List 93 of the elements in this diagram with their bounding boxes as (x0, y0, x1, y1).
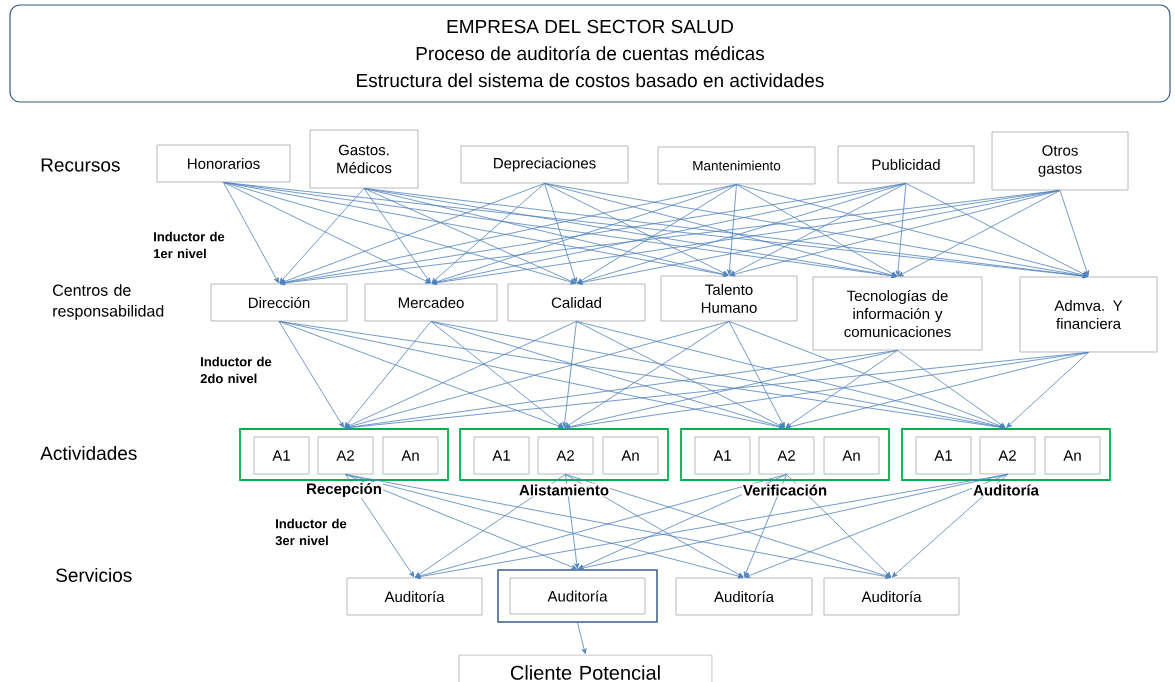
process-box: Tecnologías de información y comunicaciones (812, 276, 983, 351)
arrow (727, 184, 737, 275)
arrow (564, 350, 898, 430)
arrow (279, 183, 545, 284)
arrow (1059, 190, 1090, 277)
arrow (576, 321, 1006, 430)
activity-group-box (680, 428, 890, 481)
arrow (278, 321, 344, 428)
level-label: Actividades (40, 446, 137, 460)
process-box: A2 (317, 436, 374, 475)
arrow (577, 183, 907, 285)
arrow (564, 321, 730, 428)
arrow (744, 474, 1008, 578)
process-box: An (602, 436, 659, 475)
arrow (562, 321, 577, 428)
group-label: Alistamiento (518, 483, 610, 497)
process-box: Otros gastos (991, 131, 1129, 191)
arrow (431, 183, 545, 284)
arrow (278, 321, 564, 429)
arrow (430, 321, 785, 429)
arrow (430, 321, 564, 428)
arrow (223, 182, 729, 277)
arrow (279, 188, 365, 284)
arrow (895, 183, 907, 276)
inductor-label: Inductor de 2do nivel (200, 356, 272, 384)
process-box: An (382, 436, 439, 475)
process-box: Mantenimiento (657, 146, 816, 185)
title-box: EMPRESA DEL SECTOR SALUD Proceso de auditoría de cuentas médicas Estructura del sistema de costos basado en actividades (9, 4, 1171, 103)
level-label: Centros de responsabilidad (53, 284, 164, 320)
process-box: A2 (537, 436, 594, 475)
highlight-frame (497, 569, 658, 623)
arrow (786, 474, 892, 578)
process-box: Auditoría (675, 577, 813, 616)
arrow (345, 474, 744, 579)
level-label: Recursos (41, 158, 120, 172)
group-label: Verificación (741, 483, 829, 497)
arrow (898, 190, 1061, 277)
process-box: A2 (979, 436, 1036, 475)
arrow (577, 622, 587, 654)
arrow (785, 352, 1089, 430)
process-box: Cliente Potencial (458, 654, 713, 682)
group-label: Recepción (305, 481, 383, 499)
arrow (544, 183, 729, 276)
arrow (1006, 352, 1089, 428)
process-box: Mercadeo (364, 283, 498, 322)
activity-group-box (901, 428, 1111, 481)
arrow (344, 321, 577, 429)
process-box: Gastos. Médicos (309, 129, 419, 189)
process-box: An (1044, 436, 1101, 475)
process-box: Auditoría (823, 577, 960, 616)
process-box: Calidad (507, 283, 646, 322)
process-box: Dirección (210, 283, 348, 322)
arrow (891, 474, 1008, 578)
arrow (223, 182, 431, 284)
process-box: A1 (253, 436, 310, 475)
process-box: A1 (473, 436, 530, 475)
process-box: Talento Humano (660, 275, 798, 322)
arrow (728, 321, 785, 428)
arrow (576, 184, 737, 284)
process-box: An (823, 436, 880, 475)
arrow (279, 184, 737, 285)
inductor-label: Inductor de 3er nivel (275, 518, 347, 546)
process-box: A2 (758, 436, 815, 475)
arrow (415, 474, 787, 579)
arrow (576, 321, 785, 429)
process-box: Admva. Y financiera (1019, 276, 1158, 353)
arrow (544, 183, 578, 284)
arrow (344, 321, 432, 428)
arrow (345, 474, 891, 579)
arrow (729, 190, 1061, 277)
process-box: Depreciaciones (460, 145, 629, 184)
group-label: Auditoría (972, 483, 1040, 497)
arrow (785, 350, 898, 428)
process-box: Honorarios (156, 144, 291, 183)
process-box: A1 (915, 436, 972, 475)
activity-group-box (239, 428, 449, 481)
arrow (897, 350, 1006, 428)
process-box: Publicidad (837, 145, 975, 184)
arrow (544, 183, 1088, 279)
arrow (905, 183, 1088, 277)
arrow (431, 184, 737, 285)
process-box: A1 (694, 436, 751, 475)
inductor-label: Inductor de 1er nivel (154, 231, 225, 259)
arrow (363, 188, 576, 284)
activity-group-box (459, 428, 669, 481)
arrow (223, 182, 279, 284)
arrow (565, 474, 891, 579)
arrow (363, 188, 431, 284)
process-box: Auditoría (346, 577, 483, 616)
arrow (578, 474, 1008, 571)
process-box: Auditoría (509, 577, 646, 615)
level-label: Servicios (56, 568, 132, 582)
arrow (544, 183, 897, 278)
